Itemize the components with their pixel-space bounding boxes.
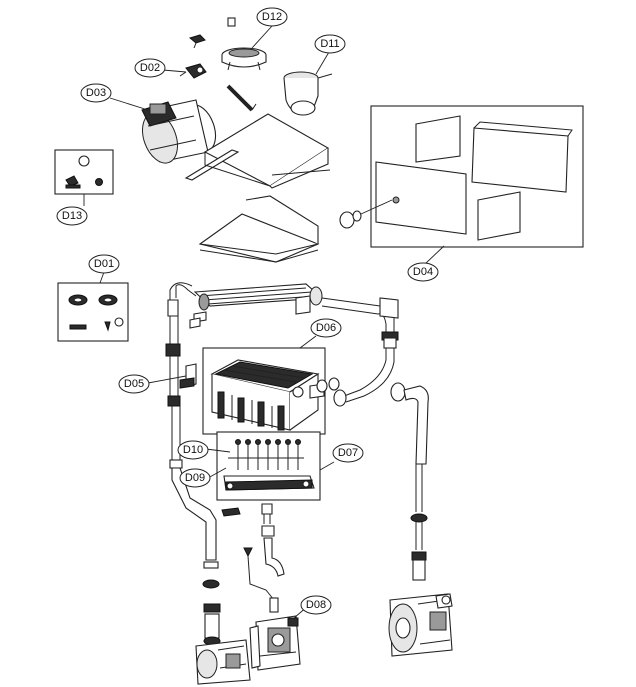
box-d06-heat-exchanger [202,347,326,435]
callout-d10: D10 [177,440,209,460]
part-d12-flue-cap [221,47,267,71]
part-sight-glass [339,199,393,229]
callout-d13-label: D13 [62,210,82,222]
callout-d03-label: D03 [86,87,106,99]
part-d03-fan [141,99,217,164]
part-small-clip-mid [221,507,241,517]
callout-d07-label: D07 [338,447,358,459]
callout-d08: D08 [300,595,332,615]
part-d11-flue-elbow [283,71,333,116]
box-d01-kit [57,282,129,342]
callout-d06-label: D06 [316,322,336,334]
part-top-exchanger-tubes [193,283,324,315]
box-d07-burner [216,431,321,501]
part-right-pipe-system [316,297,399,407]
part-hood-lower [198,195,320,263]
callout-d11-label: D11 [320,38,339,50]
part-wire-rod [226,84,257,112]
callout-d04: D04 [407,262,439,282]
callout-d11: D11 [314,34,346,54]
callout-d03: D03 [80,83,112,103]
part-hood-upper [184,113,331,189]
callout-d01-label: D01 [94,258,114,270]
part-right-pump [388,593,453,657]
burner-electrodes-d10 [228,439,304,470]
part-small-clip-top [188,17,236,49]
callout-d04-label: D04 [413,266,433,278]
callout-d02-label: D02 [140,62,160,74]
leader-lines [83,25,445,619]
part-left-pump-body [195,639,251,685]
part-d02-sensor [179,63,207,79]
callout-d12-label: D12 [262,11,282,23]
callout-d02: D02 [134,58,166,78]
part-d08-gas-valve [249,615,301,671]
box-d04-panels [370,105,584,248]
callout-d09: D09 [179,468,211,488]
callout-d06: D06 [310,318,342,338]
callout-d01: D01 [88,254,120,274]
callout-d05: D05 [118,374,150,394]
callout-d12: D12 [256,7,288,27]
part-d05-sensor [179,363,197,389]
box-d13-kit [54,149,114,195]
callout-d09-label: D09 [185,472,205,484]
part-left-pipe-system [165,282,221,646]
callout-d08-label: D08 [306,599,326,611]
callout-d10-label: D10 [183,444,203,456]
part-gas-fittings [243,503,285,613]
part-right-return-pipe [390,382,429,581]
part-left-pipe-connector [189,311,207,329]
callout-d13: D13 [56,206,88,226]
callout-d05-label: D05 [124,378,144,390]
callout-d07: D07 [332,443,364,463]
